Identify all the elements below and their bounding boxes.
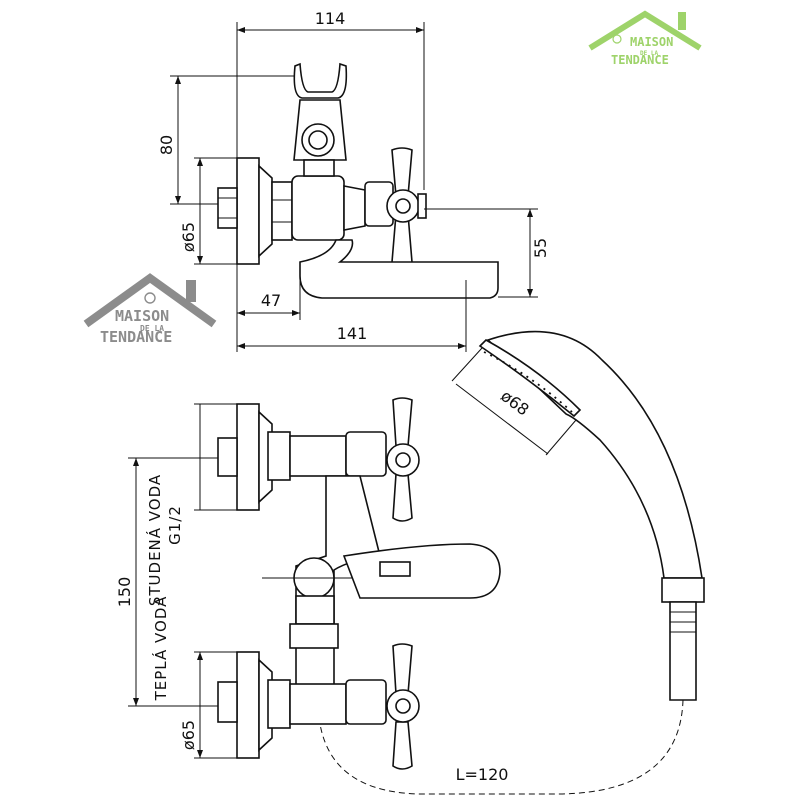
- logo-mark-icon: [612, 34, 622, 44]
- dim-line-dia68: [455, 383, 549, 455]
- watermark-small: DE LA: [140, 324, 164, 333]
- inlet-stub: [217, 187, 238, 229]
- handle-arm-up: [391, 147, 413, 197]
- front-view: 150 STUDENÁ VODA G1/2 TEPLÁ VODA ø65: [115, 397, 501, 770]
- dim-114-label: 114: [315, 9, 346, 28]
- lower-wall-flange: [236, 651, 260, 759]
- hose-connector: [661, 577, 705, 603]
- lower-handle-down: [392, 721, 413, 770]
- diverter-body: [295, 595, 335, 625]
- body-neck: [343, 185, 366, 231]
- upper-nut: [267, 431, 291, 481]
- watermark-line1: MAISON: [630, 35, 673, 49]
- thread-label: G1/2: [166, 505, 184, 545]
- logo-mark-icon: [144, 292, 156, 304]
- house-roof-icon: [588, 10, 702, 51]
- dim-55-label: 55: [531, 238, 550, 258]
- shower-holder-clip: [293, 62, 348, 99]
- handle-cap: [417, 193, 427, 219]
- shower-handle: [486, 330, 703, 579]
- diverter-ring: [289, 623, 339, 649]
- watermark-line1: MAISON: [115, 307, 169, 325]
- bath-spout: [299, 239, 499, 299]
- mixer-body: [291, 175, 345, 241]
- lower-handle-up: [392, 643, 413, 695]
- hand-shower: ø68 L=120: [317, 330, 705, 795]
- dim-47-label: 47: [261, 291, 281, 310]
- ext-line: [451, 347, 483, 382]
- watermark-line2: TENDANCE: [611, 53, 669, 67]
- hex-nut: [271, 181, 293, 241]
- hose-length-path: [317, 699, 684, 795]
- shower-hose: [669, 601, 697, 701]
- hot-water-label: TEPLÁ VODA: [151, 596, 170, 702]
- lower-handle-center: [395, 698, 411, 714]
- watermark-small: DE LA: [640, 50, 658, 57]
- lower-inlet: [217, 681, 238, 723]
- wall-flange: [236, 157, 260, 265]
- house-chimney-icon: [678, 12, 686, 30]
- dim-dia65-top-label: ø65: [179, 222, 198, 252]
- upper-connector: [289, 435, 347, 477]
- watermark-top-right: MAISON DE LA TENDANCE: [588, 10, 702, 67]
- cold-water-label: STUDENÁ VODA: [145, 474, 164, 606]
- dim-150-label: 150: [115, 577, 134, 608]
- holder-pivot-inner: [308, 130, 328, 150]
- house-roof-icon: [83, 273, 217, 328]
- ext-line: [545, 419, 577, 456]
- upper-inlet: [217, 437, 238, 477]
- hose-length-label: L=120: [456, 765, 509, 784]
- dim-141-label: 141: [337, 324, 368, 343]
- lower-connector: [289, 683, 347, 725]
- house-chimney-icon: [186, 280, 196, 302]
- upper-wall-flange: [236, 403, 260, 511]
- watermark-left: MAISON DE LA TENDANCE: [83, 273, 217, 346]
- upper-handle-center: [395, 452, 411, 468]
- spout-aerator: [379, 561, 411, 577]
- dim-dia68-label: ø68: [497, 386, 533, 419]
- watermark-line2: TENDANCE: [100, 328, 172, 346]
- upper-handle-down: [392, 473, 413, 522]
- dim-80-label: 80: [157, 135, 176, 155]
- lower-nut: [267, 679, 291, 729]
- dim-dia65-bottom-label: ø65: [179, 720, 198, 750]
- holder-base: [303, 159, 335, 177]
- lower-valve: [345, 679, 387, 725]
- spout-front: [342, 543, 501, 599]
- upper-handle-up: [392, 397, 413, 447]
- upper-valve: [345, 431, 387, 477]
- flange-cone: [258, 164, 273, 258]
- top-view: 114 80 ø65: [157, 9, 550, 352]
- handle-center: [395, 198, 411, 214]
